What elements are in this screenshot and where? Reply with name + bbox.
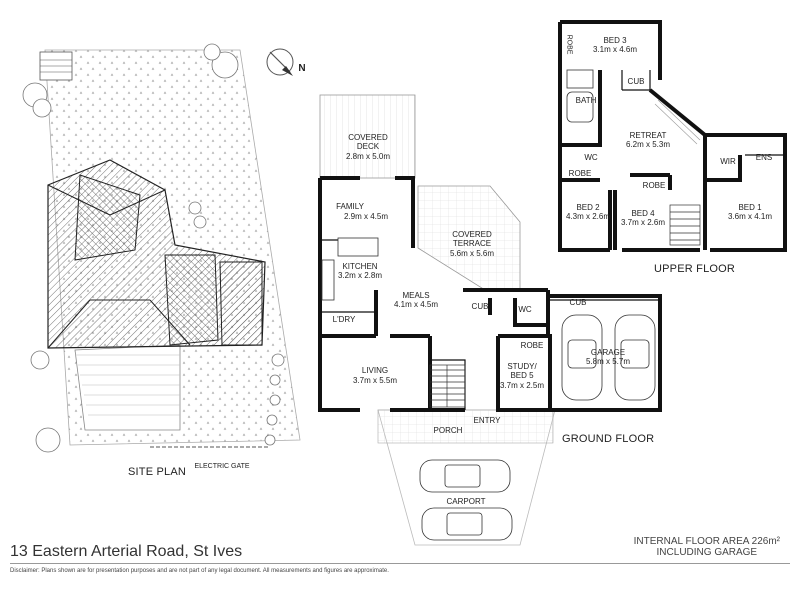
entry-name: ENTRY xyxy=(473,416,501,425)
compass-north-label: N xyxy=(298,63,306,74)
bed1-size: 3.6m x 4.1m xyxy=(727,212,773,221)
porch-name: PORCH xyxy=(433,426,463,435)
robe-ground-name: ROBE xyxy=(520,341,544,350)
retreat-name: RETREAT xyxy=(629,131,667,140)
property-address: 13 Eastern Arterial Road, St Ives xyxy=(10,543,243,560)
porch-area xyxy=(377,409,554,444)
living-size: 3.7m x 5.5m xyxy=(352,376,398,385)
covered-terrace-size: 5.6m x 5.6m xyxy=(449,249,495,258)
family-name: FAMILY xyxy=(336,202,364,211)
laundry-name: L'DRY xyxy=(332,315,356,324)
footer-divider xyxy=(10,563,790,564)
ground-stairs xyxy=(429,364,466,408)
upper-floor xyxy=(558,20,787,252)
garage-cars xyxy=(561,314,656,401)
site-plan xyxy=(22,43,301,453)
site-shrubs xyxy=(22,43,285,453)
kitchen-name: KITCHEN xyxy=(342,262,378,271)
garage-size: 5.8m x 5.7m xyxy=(585,357,631,366)
bed4-name: BED 4 xyxy=(631,209,655,218)
bed2-size: 4.3m x 2.6m xyxy=(565,212,611,221)
upper-floor-title: UPPER FLOOR xyxy=(654,263,736,275)
study-name: STUDY/ BED 5 xyxy=(507,362,537,380)
bath-tub xyxy=(566,91,594,123)
wc-ground-name: WC xyxy=(518,305,532,314)
study-size: 3.7m x 2.5m xyxy=(499,381,545,390)
ground-floor-title: GROUND FLOOR xyxy=(562,433,655,445)
wir-name: WIR xyxy=(720,157,736,166)
robe-top-name: ROBE xyxy=(565,34,573,55)
bed3-size: 3.1m x 4.6m xyxy=(592,45,638,54)
bath-name: BATH xyxy=(575,96,597,105)
site-plan-title: SITE PLAN xyxy=(128,466,187,478)
retreat-size: 6.2m x 5.3m xyxy=(625,140,671,149)
family-size: 2.9m x 4.5m xyxy=(343,212,389,221)
floor-area-line1: INTERNAL FLOOR AREA 226m² xyxy=(633,536,780,547)
kitchen-island xyxy=(337,237,379,257)
garage-name: GARAGE xyxy=(590,348,626,357)
bed1-name: BED 1 xyxy=(738,203,762,212)
ground-floor xyxy=(318,94,662,546)
floor-area-info: INTERNAL FLOOR AREA 226m² INCLUDING GARA… xyxy=(634,536,780,558)
covered-terrace-name: COVERED TERRACE xyxy=(452,230,492,248)
cub-upper-name: CUB xyxy=(627,77,645,86)
compass-icon xyxy=(266,48,294,76)
bed2-name: BED 2 xyxy=(576,203,600,212)
meals-name: MEALS xyxy=(402,291,430,300)
site-driveway xyxy=(74,344,181,431)
kitchen-size: 3.2m x 2.8m xyxy=(337,271,383,280)
disclaimer-text: Disclaimer: Plans shown are for presenta… xyxy=(10,568,389,574)
covered-deck-name: COVERED DECK xyxy=(348,133,388,151)
ens-name: ENS xyxy=(755,153,773,162)
wc-upper-name: WC xyxy=(584,153,598,162)
robe-left-name: ROBE xyxy=(568,169,592,178)
upper-stairs xyxy=(669,204,701,246)
covered-deck-size: 2.8m x 5.0m xyxy=(345,152,391,161)
covered-deck-area xyxy=(319,94,416,179)
bed3-name: BED 3 xyxy=(603,36,627,45)
living-name: LIVING xyxy=(361,366,389,375)
robe-mid-name: ROBE xyxy=(642,181,666,190)
carport-name: CARPORT xyxy=(446,497,486,506)
cub1-name: CUB xyxy=(471,302,489,311)
cub2-name: CUB xyxy=(569,298,587,307)
bed4-size: 3.7m x 2.6m xyxy=(620,218,666,227)
electric-gate-label: ELECTRIC GATE xyxy=(194,463,250,470)
floor-area-line2: INCLUDING GARAGE xyxy=(656,547,758,558)
carport-cars xyxy=(419,459,513,541)
meals-size: 4.1m x 4.5m xyxy=(393,300,439,309)
